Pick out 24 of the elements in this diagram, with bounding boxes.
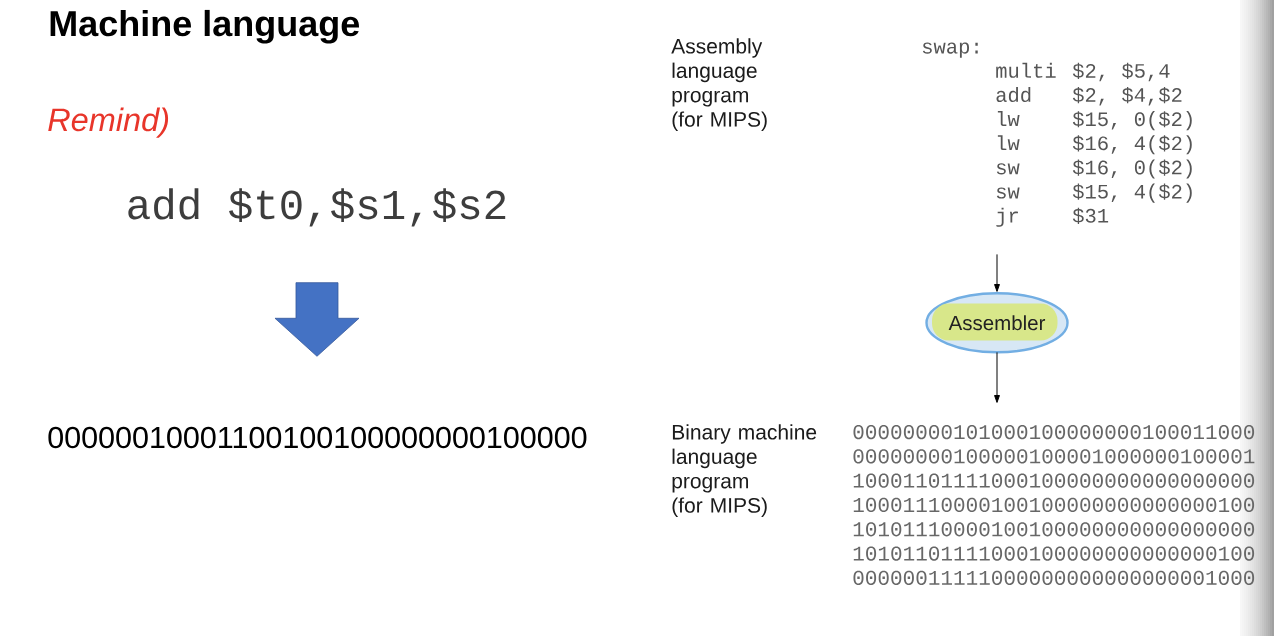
arrow [994, 253, 1000, 292]
side-label: Assembly language program (for MIPS) [671, 38, 767, 131]
code-line: lw $15, 0($2) [997, 111, 1192, 131]
code-line: lw $16, 4($2) [997, 135, 1192, 155]
binary-line: 10001110000100100000000000000100 [853, 497, 1255, 513]
binary-line: 00000011111000000000000000001000 [853, 570, 1255, 585]
code-line: multi $2, $5,4 [996, 62, 1170, 82]
binary-line: 10101110000100100000000000000000 [853, 522, 1255, 537]
block-arrow [274, 282, 360, 357]
note-text: Remind) [48, 107, 169, 138]
binary-line: 00000000101000100000000100011000 [853, 424, 1255, 440]
title: Machine language [50, 9, 360, 44]
arrow [994, 351, 1000, 403]
code-line: sw $16, 0($2) [996, 159, 1192, 179]
binary-line: 00000000100000100001000000100001 [853, 449, 1255, 464]
side-label: Binary machine language program (for MIPS) [672, 424, 817, 517]
code-line: jr $31 [996, 207, 1109, 227]
code-text: add $t0,$s1,$s2 [128, 188, 506, 227]
binary-line: 10101101111000100000000000000100 [853, 546, 1255, 561]
code-line: swap: [922, 42, 978, 58]
binary-text: 00000010001100100100000000100000 [48, 426, 587, 449]
code-line: add $2, $4,$2 [996, 86, 1182, 106]
binary-line: 10001101111000100000000000000000 [853, 473, 1255, 488]
code-line: sw $15, 4($2) [996, 183, 1192, 203]
